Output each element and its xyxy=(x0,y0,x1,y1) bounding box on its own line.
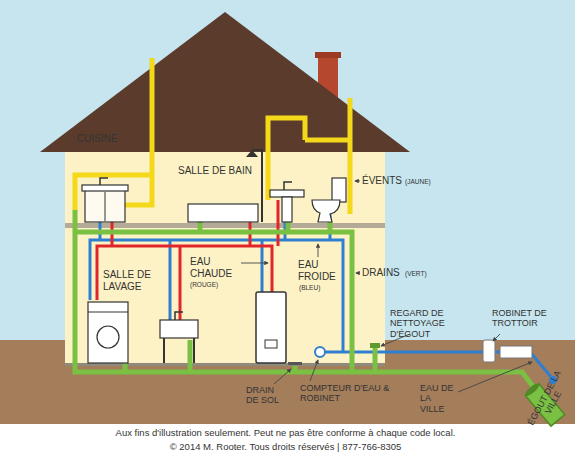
chimney-cap xyxy=(315,52,341,58)
cleanout-cap xyxy=(370,343,380,348)
part-label: DRAIN DE SOL xyxy=(246,385,286,406)
room-label: SALLE DE BAIN xyxy=(178,165,258,177)
room-label: CUISINE xyxy=(77,133,147,145)
curb-valve xyxy=(483,340,495,362)
color-note: (JAUNE) xyxy=(405,178,439,185)
legend-label: DRAINS xyxy=(362,267,406,279)
color-note: (BLEU) xyxy=(299,284,329,291)
curb-box xyxy=(500,346,532,358)
bathtub xyxy=(188,150,262,222)
part-label: ROBINET DE TROTTOIR xyxy=(492,308,562,329)
washing-machine xyxy=(88,302,128,363)
part-label: REGARD DE NETTOYAGE D'ÉGOUT xyxy=(390,308,484,339)
cold-water-pipes xyxy=(90,200,552,378)
color-note: (ROUGE) xyxy=(190,281,230,288)
toilet xyxy=(312,178,346,222)
drain-pipes xyxy=(75,210,545,402)
pipe-label: EAU FROIDE xyxy=(298,259,341,282)
legend-label: ÉVENTS xyxy=(362,175,406,187)
caption: Aux fins d'illustration seulement. Peut … xyxy=(0,428,573,439)
roof xyxy=(40,12,410,152)
floor-drain-grate xyxy=(288,362,302,365)
utility-sink xyxy=(160,312,198,363)
vent-pipes xyxy=(75,58,350,214)
kitchen-sink-cabinet xyxy=(82,178,128,222)
house-wall xyxy=(65,148,385,365)
leader-lines xyxy=(241,181,532,392)
part-label: COMPTEUR D'EAU & ROBINET xyxy=(300,383,400,404)
water-meter xyxy=(315,347,325,357)
room-label: SALLE DE LAVAGE xyxy=(103,269,155,292)
water-heater xyxy=(256,292,286,363)
color-note: (VERT) xyxy=(405,270,435,277)
part-label: EAU DE LA VILLE xyxy=(420,383,456,414)
copyright-note: © 2014 M. Rooter. Tous droits réservés |… xyxy=(0,442,573,453)
bathroom-sink xyxy=(270,182,304,222)
pipe-label: EAU CHAUDE xyxy=(190,256,240,279)
